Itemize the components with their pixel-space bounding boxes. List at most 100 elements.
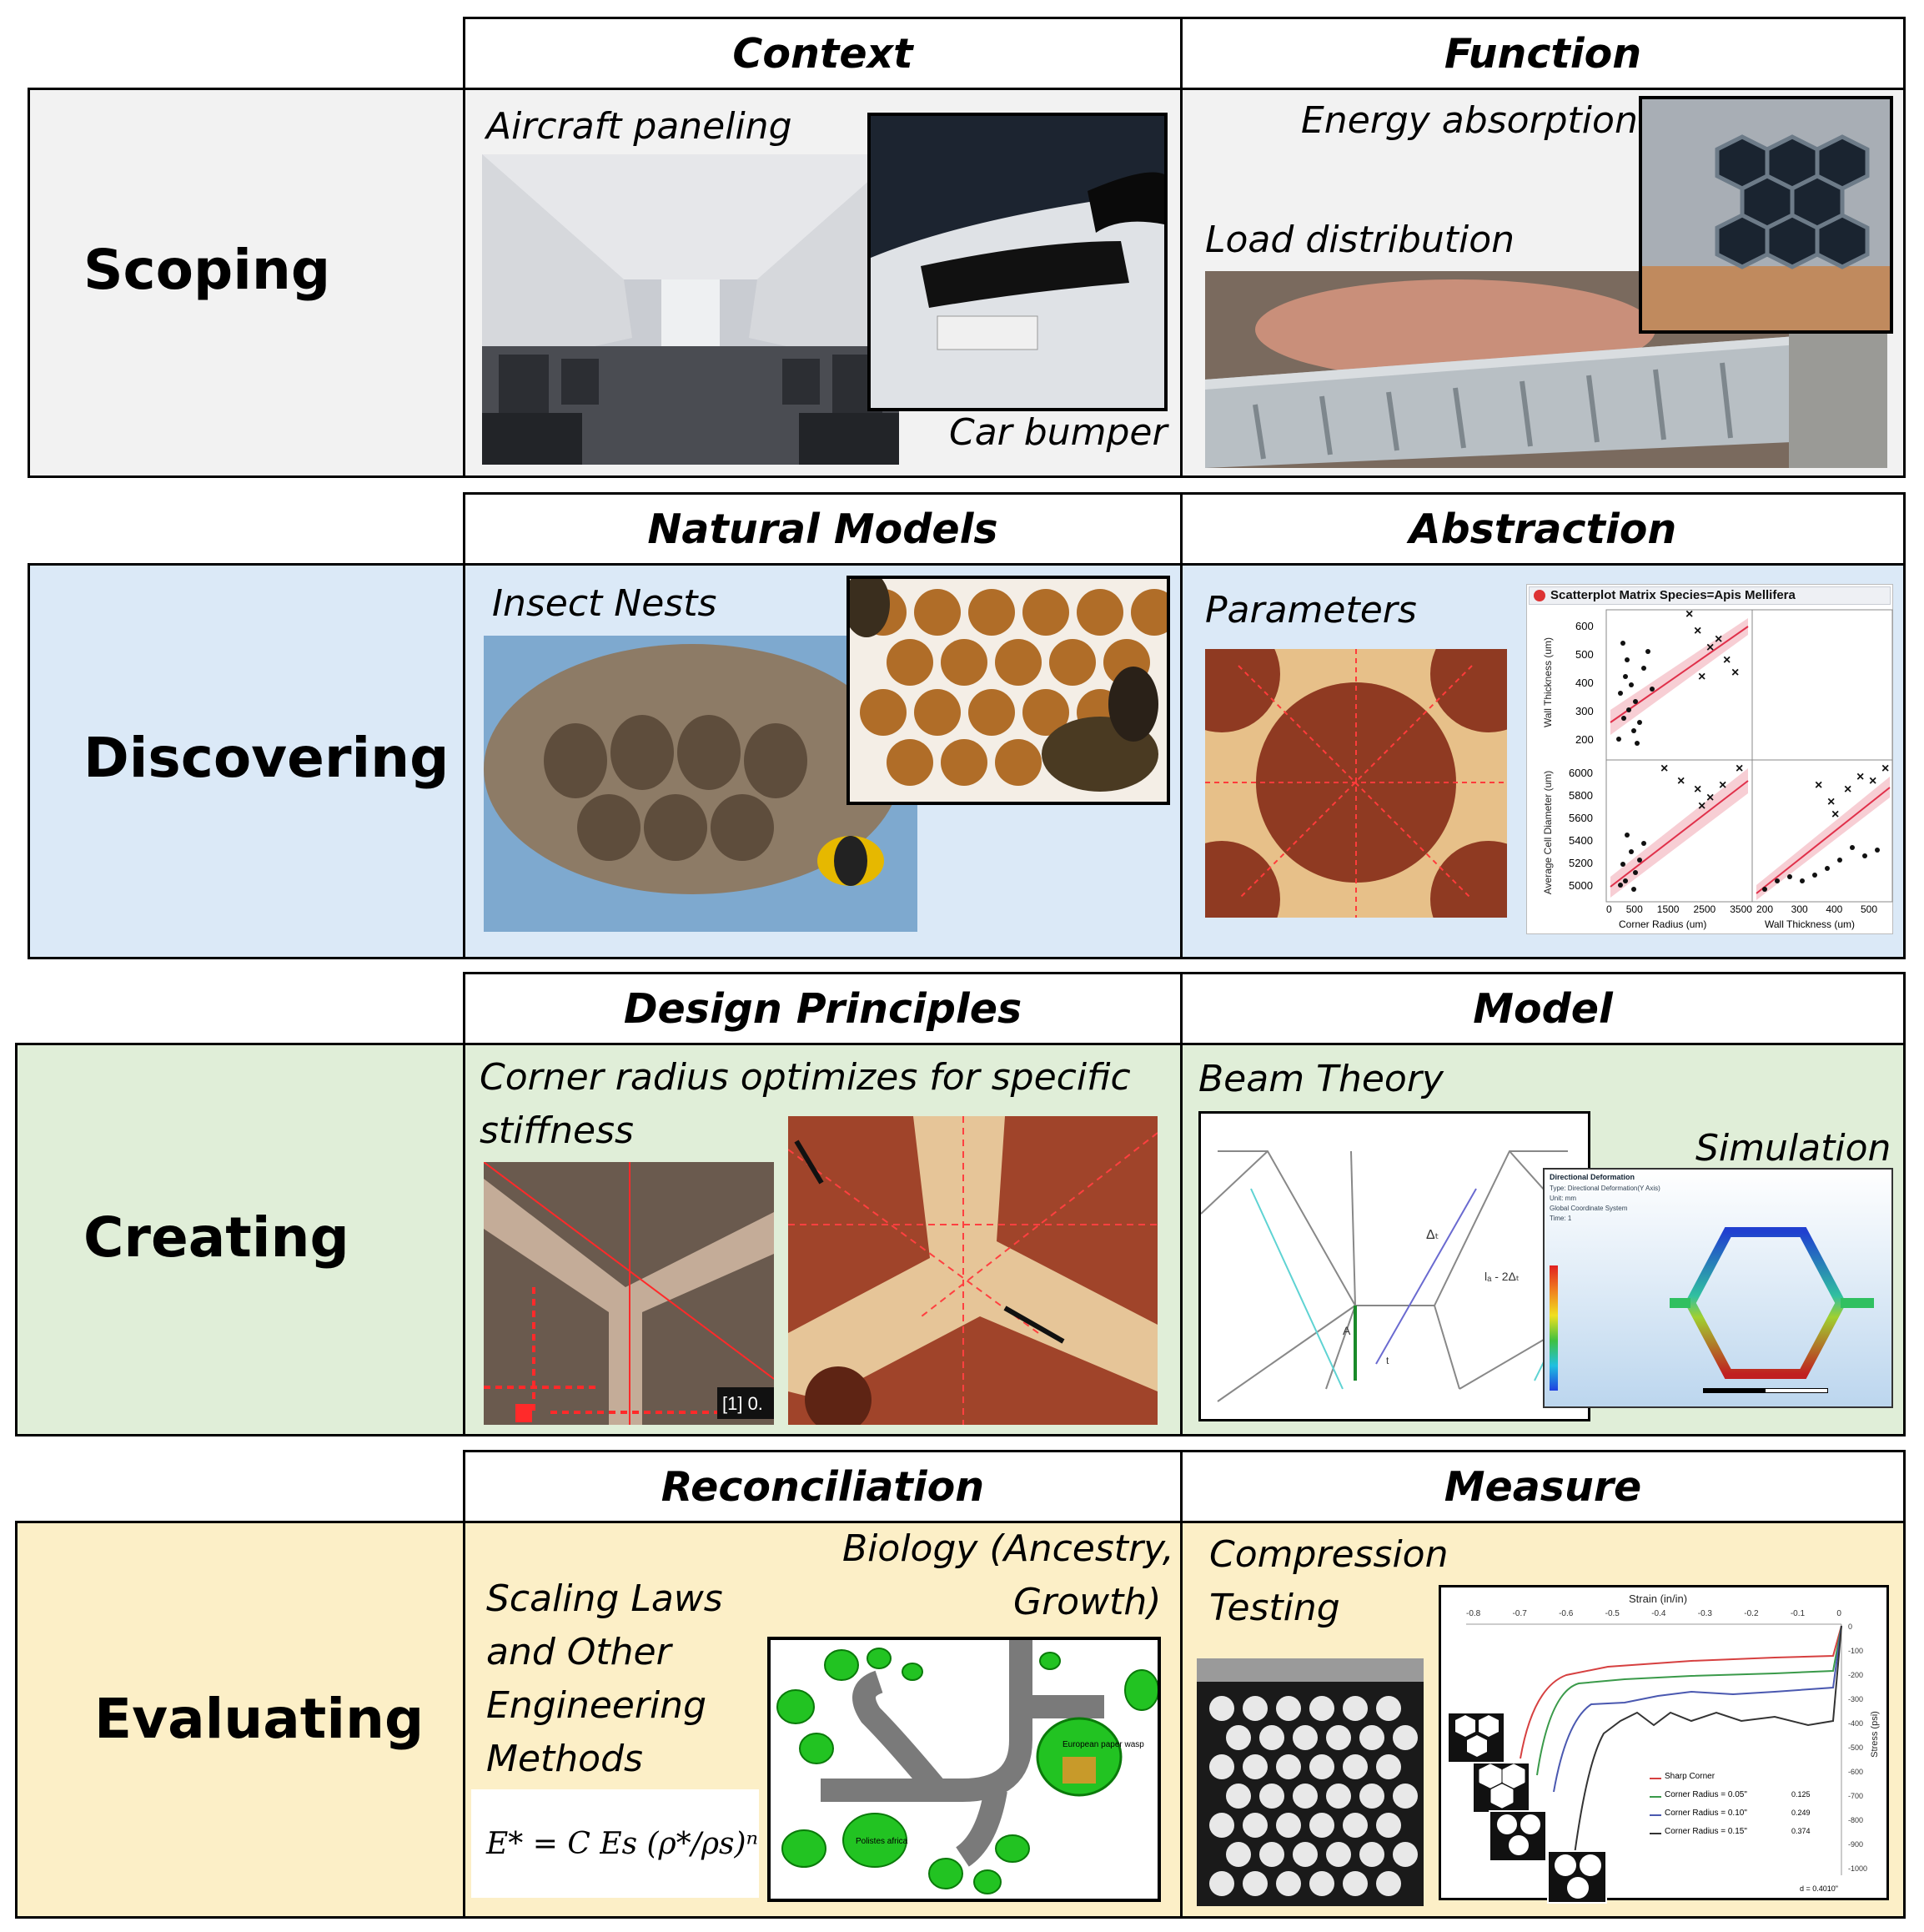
y2-tick-5200: 5200 [1569,857,1593,869]
y-tick: -800 [1848,1816,1864,1824]
phylogeny-tree-panel: European paper wasp Polistes africa [767,1637,1161,1902]
scaling-laws-label-3: Engineering [486,1684,706,1727]
context-header: Context [463,17,1183,90]
fea-line-2: Unit: mm [1550,1195,1576,1202]
measure-cell [1180,1521,1906,1919]
scatter-title: Scatterplot Matrix Species=Apis Mellifer… [1550,588,1796,602]
beam-theory-diagram: Δₜ lₐ - 2Δₜ A t [1198,1111,1590,1421]
svg-text:×: × [1723,653,1731,667]
x-tick: -0.1 [1790,1609,1806,1618]
creating-stage-label: Creating [83,1205,349,1270]
y-tick: -900 [1848,1840,1864,1849]
model-header: Model [1180,972,1906,1045]
x-tick: -0.4 [1651,1609,1666,1618]
x-tick: -0.8 [1466,1609,1481,1618]
tree-label-polistes-africa: Polistes africa [856,1837,908,1846]
y2-tick-5000: 5000 [1569,879,1593,892]
y-tick: -700 [1848,1792,1864,1800]
y1-axis-label: Wall Thickness (um) [1542,636,1554,728]
compression-label-2: Testing [1209,1587,1340,1629]
y-tick: -600 [1848,1768,1864,1776]
scatter-title-bar [1529,586,1891,605]
measure-header: Measure [1180,1450,1906,1523]
svg-text:×: × [1715,632,1722,647]
compression-specimen-photo [1197,1658,1424,1906]
x-tick: -0.6 [1559,1609,1574,1618]
design-principles-header: Design Principles [463,972,1183,1045]
insect-nests-label: Insect Nests [492,582,717,625]
svg-text:×: × [1719,778,1726,792]
svg-text:×: × [1869,774,1876,788]
fea-scale-bar [1703,1388,1828,1393]
svg-text:×: × [1694,624,1701,638]
svg-text:×: × [1660,762,1668,776]
scaling-laws-label-2: and Other [486,1631,671,1673]
svg-text:×: × [1731,666,1739,680]
parameters-label: Parameters [1205,589,1417,631]
function-header: Function [1180,17,1906,90]
svg-text:×: × [1827,795,1835,809]
svg-text:×: × [1706,641,1714,655]
reconciliation-header: Reconciliation [463,1450,1183,1523]
thumb-radius-015 [1547,1850,1607,1904]
fea-line-1: Type: Directional Deformation(Y Axis) [1550,1185,1660,1192]
x1-tick: 3500 [1730,903,1752,915]
aircraft-paneling-label: Aircraft paneling [486,105,792,148]
scaling-laws-label-1: Scaling Laws [486,1577,723,1620]
scaling-law-equation: E* = C Es (ρ*/ρs)ⁿ [471,1789,759,1898]
thumb-radius-010 [1489,1810,1547,1862]
x1-tick: 1500 [1656,903,1680,915]
fea-line-4: Time: 1 [1550,1215,1572,1222]
legend-r015-label: Corner Radius = 0.15" [1665,1827,1747,1836]
legend-r005-swatch [1650,1796,1661,1798]
energy-absorption-label: Energy absorption [1301,99,1638,142]
y-tick: -500 [1848,1743,1864,1752]
aircraft-cabin-photo [482,154,899,465]
beam-theory-label: Beam Theory [1198,1058,1444,1100]
tree-label-paper-wasp: European paper wasp [1062,1740,1144,1749]
honeycomb-measured-photo [1205,649,1507,918]
y-tick: -100 [1848,1647,1864,1655]
fea-header-text: Directional Deformation [1550,1173,1635,1181]
svg-text:Δₜ: Δₜ [1426,1228,1439,1242]
function-cell [1180,88,1906,478]
x1-tick: 0 [1606,903,1612,915]
svg-text:×: × [1706,791,1714,805]
x2-tick: 200 [1756,903,1774,915]
scatter-dropdown-icon[interactable] [1534,590,1545,601]
discovering-stage-label: Discovering [83,726,450,790]
y-tick: -400 [1848,1719,1864,1728]
biology-label-line2: Growth) [1013,1581,1162,1623]
x1-axis-label: Corner Radius (um) [1619,918,1707,930]
load-distribution-label: Load distribution [1205,219,1515,261]
x1-tick: 2500 [1693,903,1716,915]
svg-text:A: A [1343,1324,1351,1337]
x-tick: -0.2 [1744,1609,1759,1618]
y1-tick-300: 300 [1575,705,1594,717]
svg-text:×: × [1677,774,1685,788]
thumb-radius-005 [1472,1762,1530,1814]
y2-tick-5400: 5400 [1569,834,1593,847]
x2-axis-label: Wall Thickness (um) [1765,918,1856,930]
svg-text:×: × [1831,808,1839,822]
biology-label-line1: Biology (Ancestry, [842,1527,1174,1570]
x-tick: 0 [1836,1609,1841,1618]
svg-text:lₐ - 2Δₜ: lₐ - 2Δₜ [1484,1270,1520,1283]
fea-color-legend [1550,1265,1558,1391]
legend-sharp-swatch [1650,1778,1661,1779]
legend-sharp-label: Sharp Corner [1665,1772,1716,1781]
y2-tick-5600: 5600 [1569,812,1593,824]
svg-text:×: × [1856,770,1864,784]
model-cell [1180,1043,1906,1436]
y-tick: -300 [1848,1695,1864,1703]
y1-tick-600: 600 [1575,620,1594,632]
wasp-wall-junction-photo: [1] 0. [484,1162,774,1425]
compression-label-1: Compression [1209,1533,1449,1576]
abstraction-header: Abstraction [1180,492,1906,566]
legend-r015-swatch [1650,1833,1661,1834]
scoping-stage-label: Scoping [83,238,331,302]
x2-tick: 300 [1791,903,1808,915]
